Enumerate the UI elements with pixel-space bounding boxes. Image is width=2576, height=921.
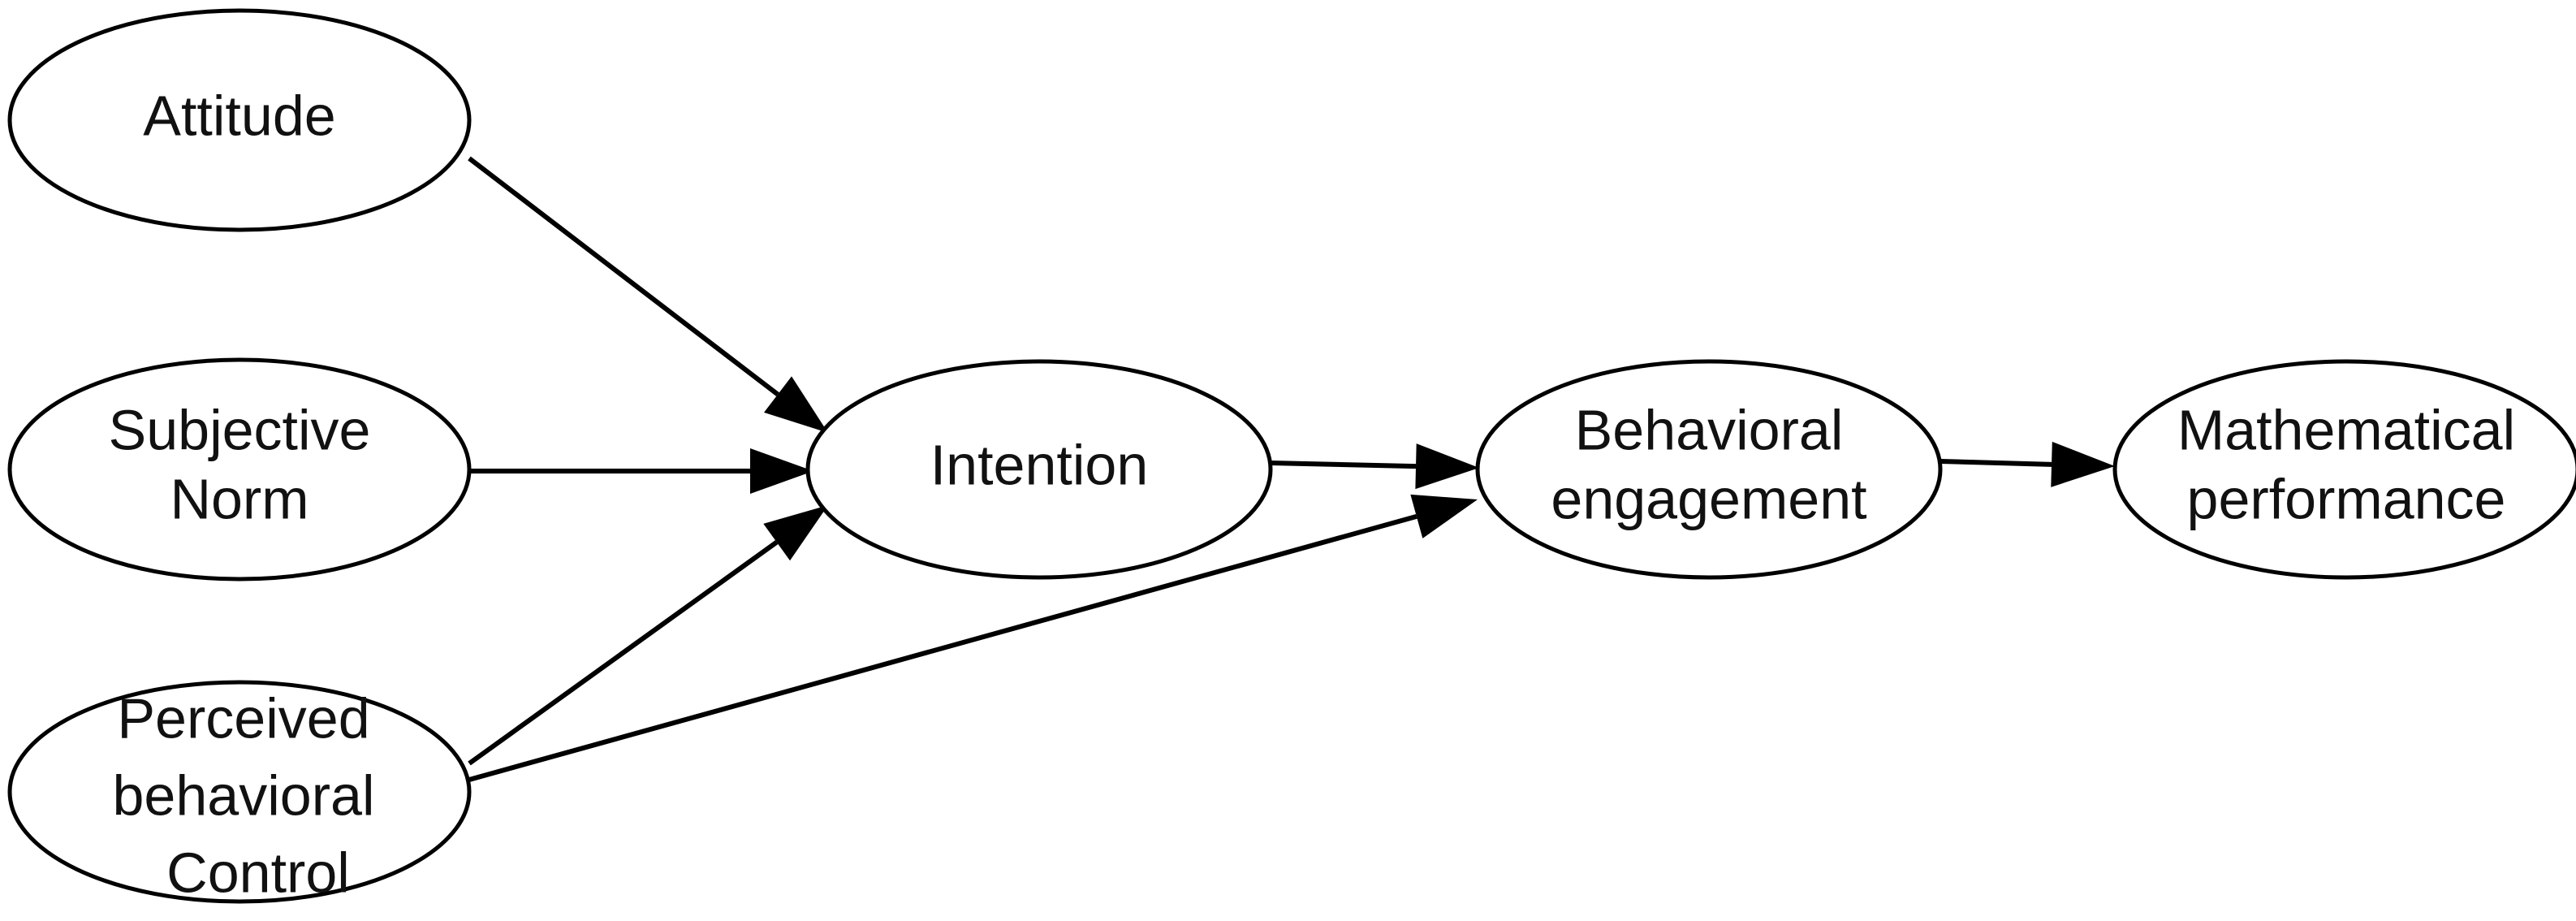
edge-attitude-to-intention-line xyxy=(468,156,779,397)
edge-subjective-norm-to-intention xyxy=(469,448,813,494)
edge-intention-to-behavioral-engagement-line xyxy=(1270,460,1417,469)
node-perceived-control-ellipse xyxy=(7,680,472,904)
node-subjective-norm-ellipse xyxy=(7,357,472,582)
edge-perceived-control-to-intention-line xyxy=(468,540,779,766)
edge-behavioral-engagement-to-mathematical-performance-line xyxy=(1940,459,2052,467)
node-behavioral-engagement-ellipse xyxy=(1475,359,1943,580)
node-attitude-ellipse xyxy=(7,8,472,232)
edge-perceived-control-to-behavioral-engagement-line xyxy=(468,513,1417,782)
node-intention-label-line-1: Intention xyxy=(930,433,1149,496)
node-intention: Intention xyxy=(805,359,1273,580)
node-behavioral-engagement-label-line-1: Behavioral xyxy=(1575,398,1844,461)
edge-behavioral-engagement-to-mathematical-performance-arrowhead xyxy=(2051,441,2115,487)
edge-perceived-control-to-behavioral-engagement xyxy=(468,494,1478,782)
node-subjective-norm-label-line-1: Subjective xyxy=(109,398,371,461)
node-intention-ellipse xyxy=(805,359,1273,580)
edge-intention-to-behavioral-engagement-arrowhead xyxy=(1415,443,1479,490)
edges-layer xyxy=(468,156,2115,782)
node-perceived-control-label-line-1: Perceived xyxy=(117,686,369,750)
edge-perceived-control-to-intention xyxy=(468,505,828,766)
node-mathematical-performance-ellipse xyxy=(2112,359,2576,580)
node-perceived-control-label-line-3: Control xyxy=(166,841,350,904)
node-perceived-control-label-line-2: behavioral xyxy=(113,763,375,827)
edge-attitude-to-intention-arrowhead xyxy=(764,376,828,433)
node-behavioral-engagement-label-line-2: engagement xyxy=(1551,467,1866,530)
node-attitude-label-line-1: Attitude xyxy=(143,84,335,147)
node-mathematical-performance-label-line-1: Mathematical xyxy=(2177,398,2515,461)
node-subjective-norm-label-line-2: Norm xyxy=(170,467,309,530)
edge-attitude-to-intention xyxy=(468,156,828,433)
edge-subjective-norm-to-intention-arrowhead xyxy=(750,448,813,494)
edge-perceived-control-to-behavioral-engagement-arrowhead xyxy=(1410,494,1478,538)
edge-behavioral-engagement-to-mathematical-performance xyxy=(1940,441,2115,487)
edge-intention-to-behavioral-engagement xyxy=(1270,443,1479,490)
node-attitude: Attitude xyxy=(7,8,472,232)
node-mathematical-performance-label-line-2: performance xyxy=(2187,467,2506,530)
edge-perceived-control-to-intention-arrowhead xyxy=(763,505,828,561)
